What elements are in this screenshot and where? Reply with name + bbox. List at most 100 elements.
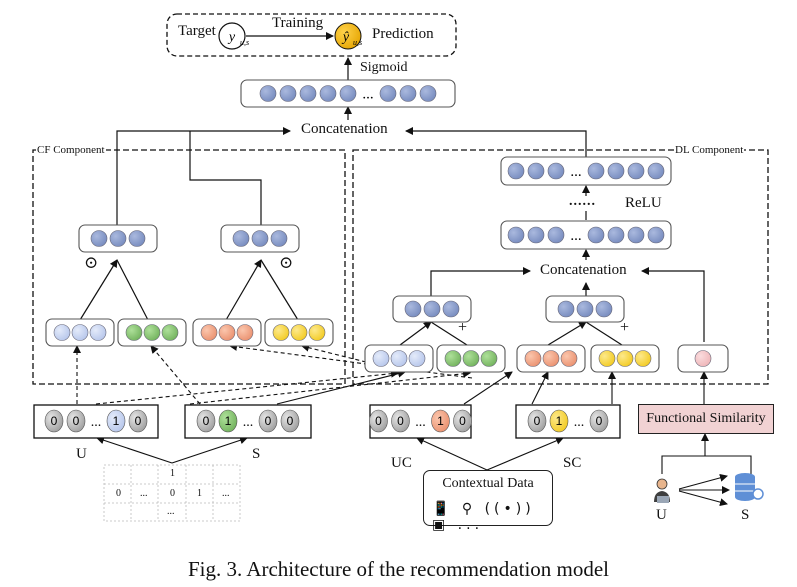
u-to-dl-embed [95, 369, 399, 405]
uc-solid-b [463, 371, 513, 405]
server-icon [735, 473, 764, 501]
onehot-u-value-4: 0 [135, 414, 142, 428]
onehot-s-value-4: 0 [287, 414, 294, 428]
ctx-to-uc [416, 437, 488, 471]
onehot-sc-cell-0 [527, 409, 547, 433]
dl-u-pool-node-2 [442, 300, 460, 318]
cf-emb-u-node-1 [71, 324, 89, 341]
onehot-uc-value-0: 0 [375, 414, 382, 428]
mlp-dots: ...... [569, 194, 596, 209]
dl-mlp-top-node-2 [547, 162, 565, 180]
onehot-s-cell-4 [280, 409, 300, 433]
cf-left-out-node-2 [128, 230, 146, 247]
matrix-to-s [171, 436, 248, 464]
dl-emb-func-node-0 [694, 350, 712, 367]
s-label: S [252, 446, 261, 462]
matrix-cell-bottom: ... [167, 506, 175, 517]
dl-mlp-mid-node-0 [507, 226, 525, 244]
onehot-s-value-0: 0 [203, 414, 210, 428]
dl-mlp-top [500, 156, 672, 186]
sigmoid-layer-ellipsis: ... [362, 87, 373, 103]
dl-s-branch-a [547, 321, 587, 346]
dl-emb-s-node-2 [480, 350, 498, 367]
target-symbol: y [227, 30, 236, 45]
dl-u-branch-a [399, 321, 432, 346]
dl-emb-uc-node-0 [524, 350, 542, 367]
prediction-node [334, 22, 362, 50]
dl-mlp-mid [500, 220, 672, 250]
onehot-uc-value-3: 1 [437, 414, 444, 428]
s-to-dl-embed [189, 369, 471, 405]
concatenation-dl: Concatenation [540, 262, 627, 278]
onehot-u-cell-3 [106, 409, 126, 433]
u-label-2: U [656, 507, 667, 523]
cf-component-label: CF Component [36, 144, 106, 156]
func-to-concat [641, 267, 705, 342]
onehot-s-cell-0 [196, 409, 216, 433]
cf-right-out-node-0 [232, 230, 250, 247]
dl-to-concat [405, 127, 587, 160]
training-label: Training [272, 15, 324, 31]
uc-to-cf-embed [301, 343, 367, 363]
cf-emb-u-node-2 [89, 324, 107, 341]
dl-emb-uc-node-1 [542, 350, 560, 367]
dl-mlp-mid-node-2 [547, 226, 565, 244]
dl-mlp-top-node-4 [587, 162, 605, 180]
func-bracket [661, 455, 752, 474]
onehot-u-value-1: 0 [73, 414, 80, 428]
cf-left-branch-b [116, 259, 149, 321]
contextual-data-title: Contextual Data [442, 476, 534, 491]
plus-left: + [458, 319, 468, 336]
matrix-cell-2: 0 [170, 488, 175, 499]
cf-left-out-node-1 [109, 230, 127, 247]
target-subscript: u,s [240, 38, 249, 47]
functional-similarity-box: Functional Similarity [638, 404, 774, 434]
plus-right: + [620, 319, 630, 336]
dl-component-label: DL Component [674, 144, 745, 156]
matrix-cell-4: ... [222, 488, 230, 499]
uc-solid-a [276, 369, 406, 405]
onehot-sc-value-0: 0 [534, 414, 541, 428]
uc-label: UC [391, 455, 412, 471]
dl-s-pool-node-1 [576, 300, 594, 318]
cf-right-out-node-1 [251, 230, 269, 247]
onehot-sc-cell-3 [589, 409, 609, 433]
sc-solid-a [531, 371, 549, 405]
onehot-uc-ellipsis: ... [415, 415, 426, 430]
cf-right-branch-b [260, 259, 299, 321]
cf-right-out-node-2 [270, 230, 288, 247]
cf-emb-sc-node-0 [272, 324, 290, 341]
cf-left-out-node-0 [90, 230, 108, 247]
s-to-cf-embed [150, 345, 201, 405]
sigmoid-layer-node-4 [339, 85, 357, 102]
onehot-s-ellipsis: ... [243, 415, 254, 430]
dl-mlp-top-node-1 [527, 162, 545, 180]
cf-emb-s-node-0 [125, 324, 143, 341]
cf-left-to-concat [116, 127, 291, 225]
sigmoid-layer-node-1 [279, 85, 297, 102]
dl-mlp-top-node-7 [647, 162, 665, 180]
matrix-cell-3: 1 [197, 488, 202, 499]
onehot-sc-cell-1 [549, 409, 569, 433]
onehot-s-value-3: 0 [265, 414, 272, 428]
sigmoid-layer-node-7 [399, 85, 417, 102]
onehot-u-value-0: 0 [51, 414, 58, 428]
cf-emb-sc-node-2 [308, 324, 326, 341]
sigmoid-layer-node-3 [319, 85, 337, 102]
relu-label: ReLU [625, 195, 662, 211]
prediction-subscript: u,s [353, 38, 362, 47]
onehot-u-ellipsis: ... [91, 415, 102, 430]
u-to-s-arrow-1 [678, 473, 728, 490]
figure-caption: Fig. 3. Architecture of the recommendati… [187, 557, 610, 581]
dl-mlp-top-node-6 [627, 162, 645, 180]
onehot-sc-ellipsis: ... [574, 415, 585, 430]
cf-component-box [32, 149, 346, 385]
dl-emb-sc-node-0 [598, 350, 616, 367]
cf-left-branch-a [79, 259, 118, 321]
dl-emb-u-node-2 [408, 350, 426, 367]
cf-emb-uc-node-1 [218, 324, 236, 341]
concatenation-top: Concatenation [301, 121, 388, 137]
dl-mlp-mid-node-1 [527, 226, 545, 244]
sc-to-cf-embed [229, 342, 473, 379]
